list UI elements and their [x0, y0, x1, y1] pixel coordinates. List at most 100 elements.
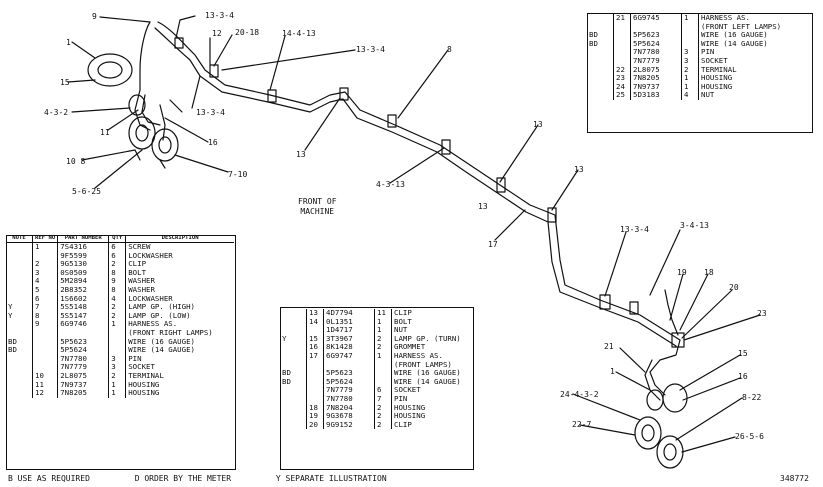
cell-note [280, 421, 307, 430]
cell-part: 5S5148 [57, 303, 109, 312]
legend-d: D ORDER BY THE METER [134, 474, 232, 483]
cell-ref: 16 [306, 343, 324, 352]
cell-note [6, 243, 33, 252]
cell-qty [681, 31, 699, 40]
cell-note [587, 57, 614, 66]
cell-desc: TERMINAL [698, 65, 811, 75]
cell-part: 2L8075 [630, 65, 682, 75]
callout-1-r: 1 [610, 367, 615, 376]
callout-19: 19 [677, 268, 687, 277]
cell-desc: LOCKWASHER [125, 251, 234, 261]
cell-part: 5S5147 [57, 311, 109, 321]
callout-18: 18 [704, 268, 714, 277]
cell-note [280, 404, 307, 413]
front-label-line2: MACHINE [300, 207, 335, 216]
cell-ref: 2 [31, 260, 58, 269]
cell-note [280, 352, 307, 361]
cell-desc: SOCKET [125, 363, 234, 372]
cell-qty: 1 [108, 388, 126, 398]
cell-qty: 1 [108, 320, 126, 329]
cell-ref [31, 337, 58, 347]
cell-part: 7N8204 [323, 403, 375, 413]
cell-ref: 13 [306, 308, 324, 318]
cell-qty: 8 [108, 268, 126, 278]
cell-ref: 24 [613, 82, 631, 92]
cell-ref: 14 [306, 317, 324, 327]
cell-ref [306, 369, 324, 378]
cell-part: 5P5624 [57, 346, 109, 355]
cell-qty: 2 [108, 303, 126, 312]
callout-11: 11 [100, 128, 110, 137]
cell-part: 5P5623 [630, 31, 682, 40]
cell-desc: NUT [391, 326, 472, 335]
cell-desc: LAMP GP. (HIGH) [125, 303, 234, 312]
legend-y: Y SEPARATE ILLUSTRATION [275, 474, 387, 483]
cell-note [587, 14, 614, 23]
cell-desc: SOCKET [391, 386, 472, 395]
cell-qty [374, 377, 392, 387]
cell-part: 7N8205 [57, 388, 109, 398]
cell-part: 5M2894 [57, 277, 109, 286]
header-qty: QTY [108, 235, 126, 243]
cell-desc: WIRE (14 GAUGE) [125, 346, 234, 355]
cell-note [6, 363, 33, 372]
cell-note [587, 48, 614, 57]
cell-note: BD [589, 30, 598, 40]
cell-part [57, 328, 109, 338]
header-note: NOTE [6, 235, 33, 243]
cell-note: Y [8, 302, 13, 312]
callout-13-3-4-c: 13-3-4 [196, 108, 225, 117]
cell-note [280, 395, 307, 404]
cell-qty: 11 [374, 308, 392, 318]
cell-ref: 25 [613, 91, 631, 100]
cell-ref [31, 363, 58, 372]
cell-qty: 2 [108, 371, 126, 381]
callout-26-5-6: 26-5-6 [735, 432, 764, 441]
cell-part: 5P5624 [323, 377, 375, 387]
cell-desc: LAMP GP. (TURN) [391, 334, 472, 344]
cell-desc: CLIP [391, 308, 472, 318]
parts-table-mid-border [280, 307, 474, 470]
cell-desc: HOUSING [698, 82, 811, 92]
callout-8: 8 [447, 45, 452, 54]
cell-ref: 4 [31, 277, 58, 286]
table-header-row: NOTE REF NO PART NUMBER QTY DESCRIPTION [6, 235, 234, 243]
cell-desc: CLIP [125, 260, 234, 269]
cell-part [323, 360, 375, 370]
cell-note [280, 412, 307, 421]
cell-part: 7N8205 [630, 74, 682, 83]
cell-part: 6G9746 [57, 320, 109, 329]
callout-22-7: 22-7 [572, 420, 592, 429]
cell-part: 7N7780 [630, 48, 682, 57]
callout-24-4-3-2: 24-4-3-2 [560, 390, 599, 399]
cell-ref: 10 [31, 371, 58, 381]
cell-part: 5D3183 [630, 91, 682, 100]
callout-4-3-2: 4-3-2 [44, 108, 69, 117]
legend-b: B USE AS REQUIRED [8, 474, 90, 483]
callout-13-c: 13 [574, 165, 584, 174]
cell-qty: 3 [681, 48, 699, 57]
cell-part: 0S0509 [57, 268, 109, 278]
cell-qty: 2 [374, 412, 392, 421]
front-of-machine-label: FRONT OF MACHINE [298, 197, 337, 217]
cell-desc: PIN [698, 48, 811, 57]
cell-note [6, 389, 33, 398]
cell-note: BD [8, 336, 17, 346]
cell-note [6, 372, 33, 381]
cell-qty: 1 [681, 82, 699, 92]
cell-desc: TERMINAL [125, 371, 234, 381]
cell-desc: PIN [125, 354, 234, 364]
cell-note [280, 386, 307, 395]
callout-3-4-13: 3-4-13 [680, 221, 709, 230]
cell-ref [613, 39, 631, 49]
cell-note [6, 355, 33, 364]
